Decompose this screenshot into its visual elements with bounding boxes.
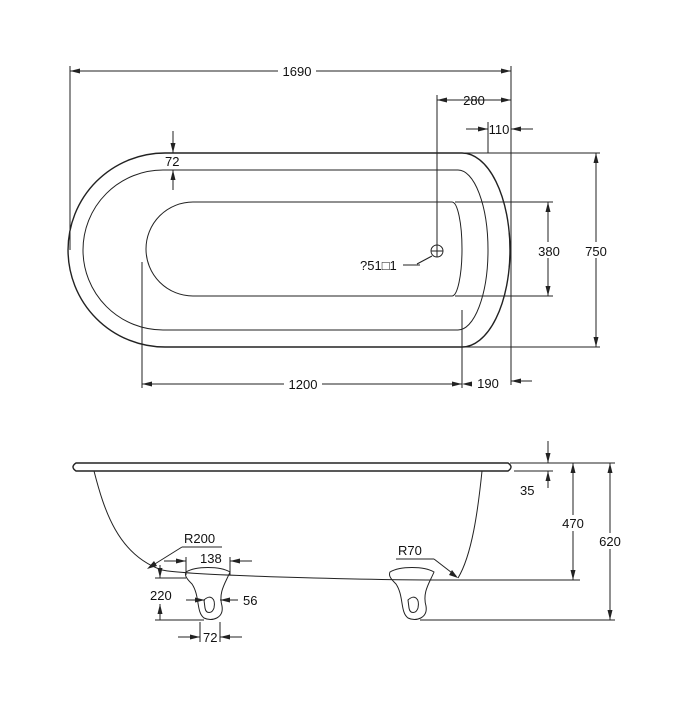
label-inner-width: 380 <box>538 244 560 259</box>
label-left-radius: R200 <box>184 531 215 546</box>
label-right-radius: R70 <box>398 543 422 558</box>
dim-drain-offset: 280 <box>437 93 511 108</box>
label-foot-width: 56 <box>243 593 257 608</box>
left-foot <box>185 567 231 620</box>
dim-foot-spacing: 138 <box>164 551 252 575</box>
top-view: 1690 280 110 72 <box>67 62 609 392</box>
dim-rim-thickness: 35 <box>520 441 551 498</box>
tub-rim-profile <box>72 462 512 472</box>
dim-overall-length: 1690 <box>70 62 511 79</box>
dim-foot-height: 220 <box>150 565 204 621</box>
label-foot-base-width: 72 <box>203 630 217 645</box>
tub-rim-inner-outline <box>82 169 489 331</box>
label-foot-height: 220 <box>150 588 172 603</box>
callout-left-radius: R200 <box>147 531 222 569</box>
dim-rim-to-base: 470 <box>560 463 586 580</box>
label-inner-length: 1200 <box>289 377 318 392</box>
tub-body-left-wall <box>93 470 163 571</box>
dim-overall-width: 750 <box>583 153 609 347</box>
right-foot <box>389 567 435 620</box>
dim-rim-end-offset: 110 <box>466 122 533 137</box>
label-overall-width: 750 <box>585 244 607 259</box>
callout-right-radius: R70 <box>396 543 458 578</box>
label-rim-thickness: 35 <box>520 483 534 498</box>
dim-rim-width: 72 <box>165 131 179 190</box>
label-overall-height: 620 <box>599 534 621 549</box>
dim-inner-width: 380 <box>536 202 562 296</box>
dim-inner-length: 1200 <box>142 375 462 392</box>
dim-foot-width: 56 <box>186 593 257 608</box>
label-end-offset: 190 <box>477 376 499 391</box>
dim-overall-height: 620 <box>597 463 623 620</box>
label-drain: ?51□1 <box>360 258 397 273</box>
label-overall-length: 1690 <box>283 64 312 79</box>
tub-body-bottom <box>161 569 441 581</box>
tub-body-right-wall <box>457 470 483 579</box>
drain-leader <box>416 255 433 265</box>
label-rim-to-base: 470 <box>562 516 584 531</box>
label-drain-offset: 280 <box>463 93 485 108</box>
drain-symbol <box>430 244 444 258</box>
tub-basin-outline <box>145 201 463 297</box>
dim-end-offset: 190 <box>462 376 532 391</box>
label-rim-end-offset: 110 <box>489 122 510 137</box>
dim-foot-base-width: 72 <box>178 622 242 645</box>
label-foot-spacing: 138 <box>200 551 222 566</box>
label-rim-width: 72 <box>165 154 179 169</box>
side-view: 35 470 620 R200 <box>72 441 623 645</box>
tub-outer-outline <box>67 152 511 348</box>
